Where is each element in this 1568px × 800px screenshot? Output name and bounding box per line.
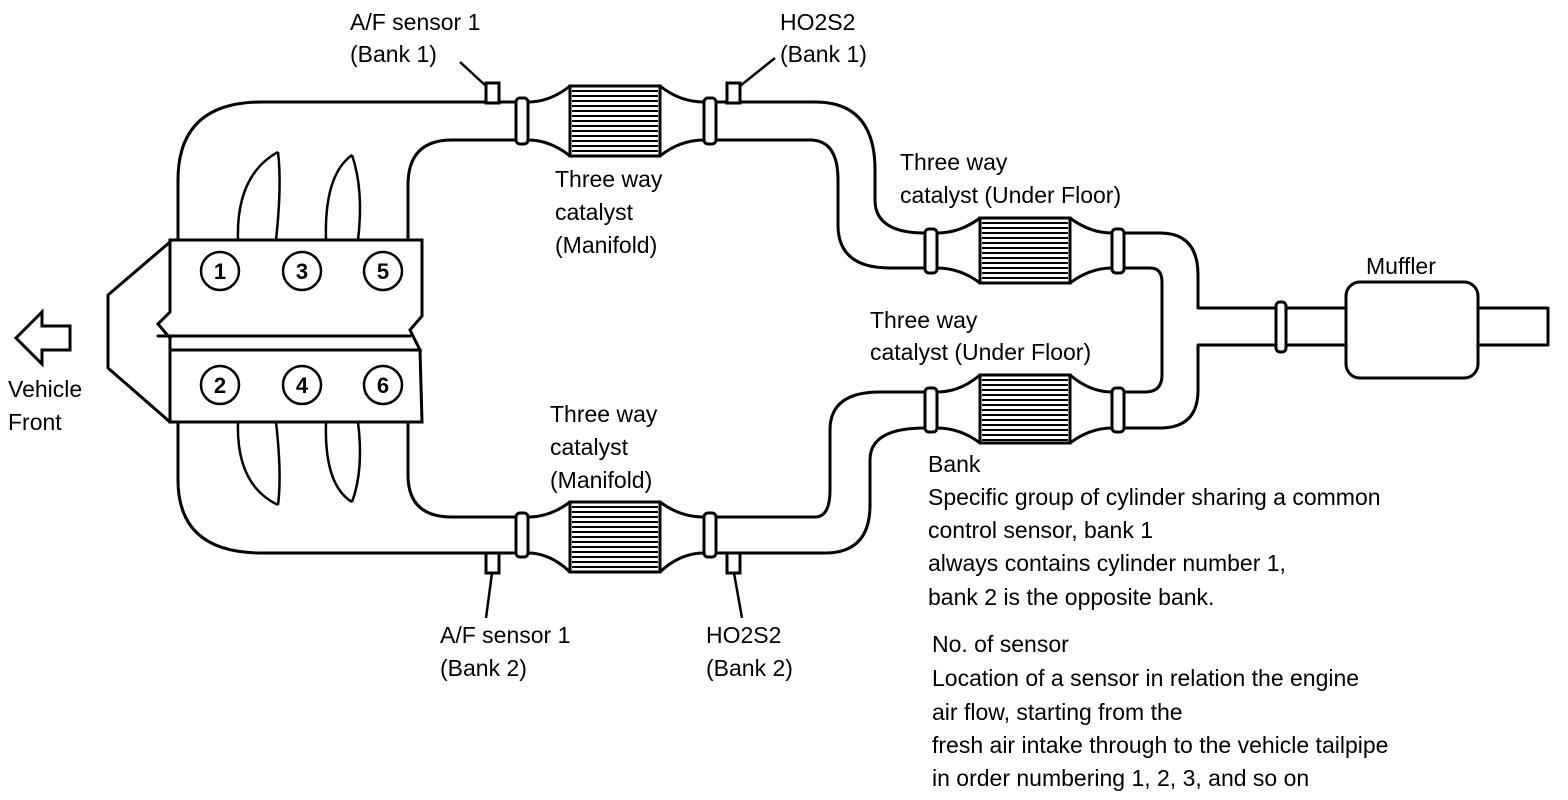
vehicle-front-label-line1: Vehicle (8, 376, 82, 402)
bank1-downpipe-inner (714, 138, 927, 270)
cylinder-2-label: 2 (214, 373, 226, 398)
vehicle-front-arrow-icon (13, 308, 72, 368)
cylinder-5-label: 5 (377, 259, 389, 284)
af-sensor-bank1-label-line2: (Bank 1) (350, 41, 437, 67)
bank2-uppipe-outer (714, 426, 927, 555)
bank2-cat-flange-in (514, 511, 530, 559)
muffler-inlet-flange (1274, 300, 1288, 354)
bank2-head (168, 348, 424, 424)
sensor-no-note-line1: Location of a sensor in relation the eng… (932, 665, 1359, 691)
bank2-cat-flange-out (702, 511, 718, 559)
vehicle-front-label-line2: Front (8, 409, 62, 435)
bank-note-line1: Specific group of cylinder sharing a com… (928, 484, 1381, 510)
af-sensor-bank2-leader (484, 572, 494, 619)
cat-manifold-bank1-label-line2: catalyst (555, 199, 634, 225)
cat-uf-top-label-line1: Three way (900, 149, 1008, 175)
af-sensor-bank2 (484, 551, 501, 575)
cat-manifold-bank2-label-line1: Three way (550, 401, 658, 427)
bank1-manifold-inner (406, 138, 524, 242)
sensor-no-note-line2: air flow, starting from the (932, 699, 1183, 725)
bank2-runner-1a (236, 421, 279, 507)
bank1-manifold-outer (176, 100, 524, 242)
ho2s2-bank2 (725, 551, 742, 575)
muffler-label: Muffler (1366, 253, 1436, 279)
sensor-no-note-title: No. of sensor (932, 631, 1069, 657)
uf-top-hatch (982, 222, 1068, 279)
bank2-manifold-inner (406, 420, 524, 519)
cylinder-6-label: 6 (377, 373, 389, 398)
cat-manifold-bank1-label-line1: Three way (555, 166, 663, 192)
bank2-cat-hatch (572, 506, 658, 568)
cat-uf-bottom-label-line1: Three way (870, 307, 978, 333)
cat-uf-top-label-line2: catalyst (Under Floor) (900, 182, 1121, 208)
ho2s2-bank1 (725, 81, 742, 105)
catalyst-under-floor-top (923, 216, 1126, 285)
ho2s2-bank2-label-line2: (Bank 2) (706, 655, 793, 681)
tailpipe (1476, 306, 1550, 347)
ho2s2-bank1-label-line2: (Bank 1) (780, 41, 867, 67)
engine-front-outline (106, 240, 172, 424)
uf-top-flange-in (923, 227, 939, 275)
bank1-cat-flange-out (702, 96, 718, 146)
bank1-cat-flange-in (514, 96, 530, 146)
af-sensor-bank2-label-line1: A/F sensor 1 (440, 622, 570, 648)
af-sensor-bank1-label-line1: A/F sensor 1 (350, 9, 480, 35)
cylinder-1 (199, 250, 241, 292)
bank1-cat-hatch (572, 90, 658, 152)
bank2-runner-1b (274, 421, 281, 506)
uf-bottom-hatch (982, 379, 1068, 441)
ho2s2-bank1-label-line1: HO2S2 (780, 9, 855, 35)
cylinder-1-label: 1 (214, 259, 226, 284)
ypipe-top-outer (1122, 231, 1282, 310)
cylinder-4 (281, 364, 323, 406)
af-sensor-bank1-leader (459, 61, 487, 87)
ypipe-bottom-outer (1122, 343, 1282, 430)
cylinder-6 (362, 364, 404, 406)
cat-manifold-bank2-label-line2: catalyst (550, 434, 629, 460)
cylinders-bank1: 1 3 5 (199, 250, 404, 292)
muffler-body (1344, 280, 1480, 380)
ho2s2-bank2-leader (732, 572, 744, 619)
cylinder-2 (199, 364, 241, 406)
af-sensor-bank2-label-line2: (Bank 2) (440, 655, 527, 681)
ho2s2-bank1-leader (739, 57, 776, 87)
cylinder-3 (281, 250, 323, 292)
bank2-runner-2a (324, 421, 353, 504)
uf-bottom-flange-in (923, 386, 939, 434)
catalyst-under-floor-bottom (923, 373, 1126, 445)
cylinder-5 (362, 250, 404, 292)
bank1-runner-1a (236, 150, 279, 241)
bank2-manifold (176, 420, 524, 555)
cylinder-3-label: 3 (296, 259, 308, 284)
ypipe-inner-loop (1122, 266, 1164, 394)
sensors (459, 57, 776, 619)
bank-note-line4: bank 2 is the opposite bank. (928, 584, 1214, 610)
cat-uf-bottom-label-line2: catalyst (Under Floor) (870, 339, 1091, 365)
bank1-downpipe-outer (714, 100, 927, 235)
bank1-runner-2a (324, 153, 353, 241)
bank1-runner-2b (350, 154, 362, 241)
af-sensor-bank1 (484, 81, 501, 105)
bank1-runner-1b (274, 151, 281, 241)
bank2-runner-2b (350, 421, 362, 503)
sensor-no-note-line4: in order numbering 1, 2, 3, and so on (932, 765, 1309, 791)
bank-note-title: Bank (928, 451, 981, 477)
cat-manifold-bank1-label-line3: (Manifold) (555, 232, 657, 258)
cylinder-4-label: 4 (296, 373, 309, 398)
sensor-no-note-line3: fresh air intake through to the vehicle … (932, 732, 1388, 758)
cat-manifold-bank2-label-line3: (Manifold) (550, 467, 652, 493)
cylinders-bank2: 2 4 6 (199, 364, 404, 406)
bank-note-line2: control sensor, bank 1 (928, 517, 1153, 543)
bank-note-line3: always contains cylinder number 1, (928, 550, 1286, 576)
engine (106, 238, 424, 424)
catalyst-manifold-bank2 (514, 500, 718, 574)
uf-bottom-flange-out (1110, 386, 1126, 434)
catalyst-manifold-bank1 (514, 84, 718, 158)
ho2s2-bank2-label-line1: HO2S2 (706, 622, 781, 648)
bank1-manifold (176, 100, 524, 242)
bank2-uppipe-inner (714, 390, 927, 519)
uf-top-flange-out (1110, 227, 1126, 275)
bank2-manifold-outer (176, 420, 524, 555)
